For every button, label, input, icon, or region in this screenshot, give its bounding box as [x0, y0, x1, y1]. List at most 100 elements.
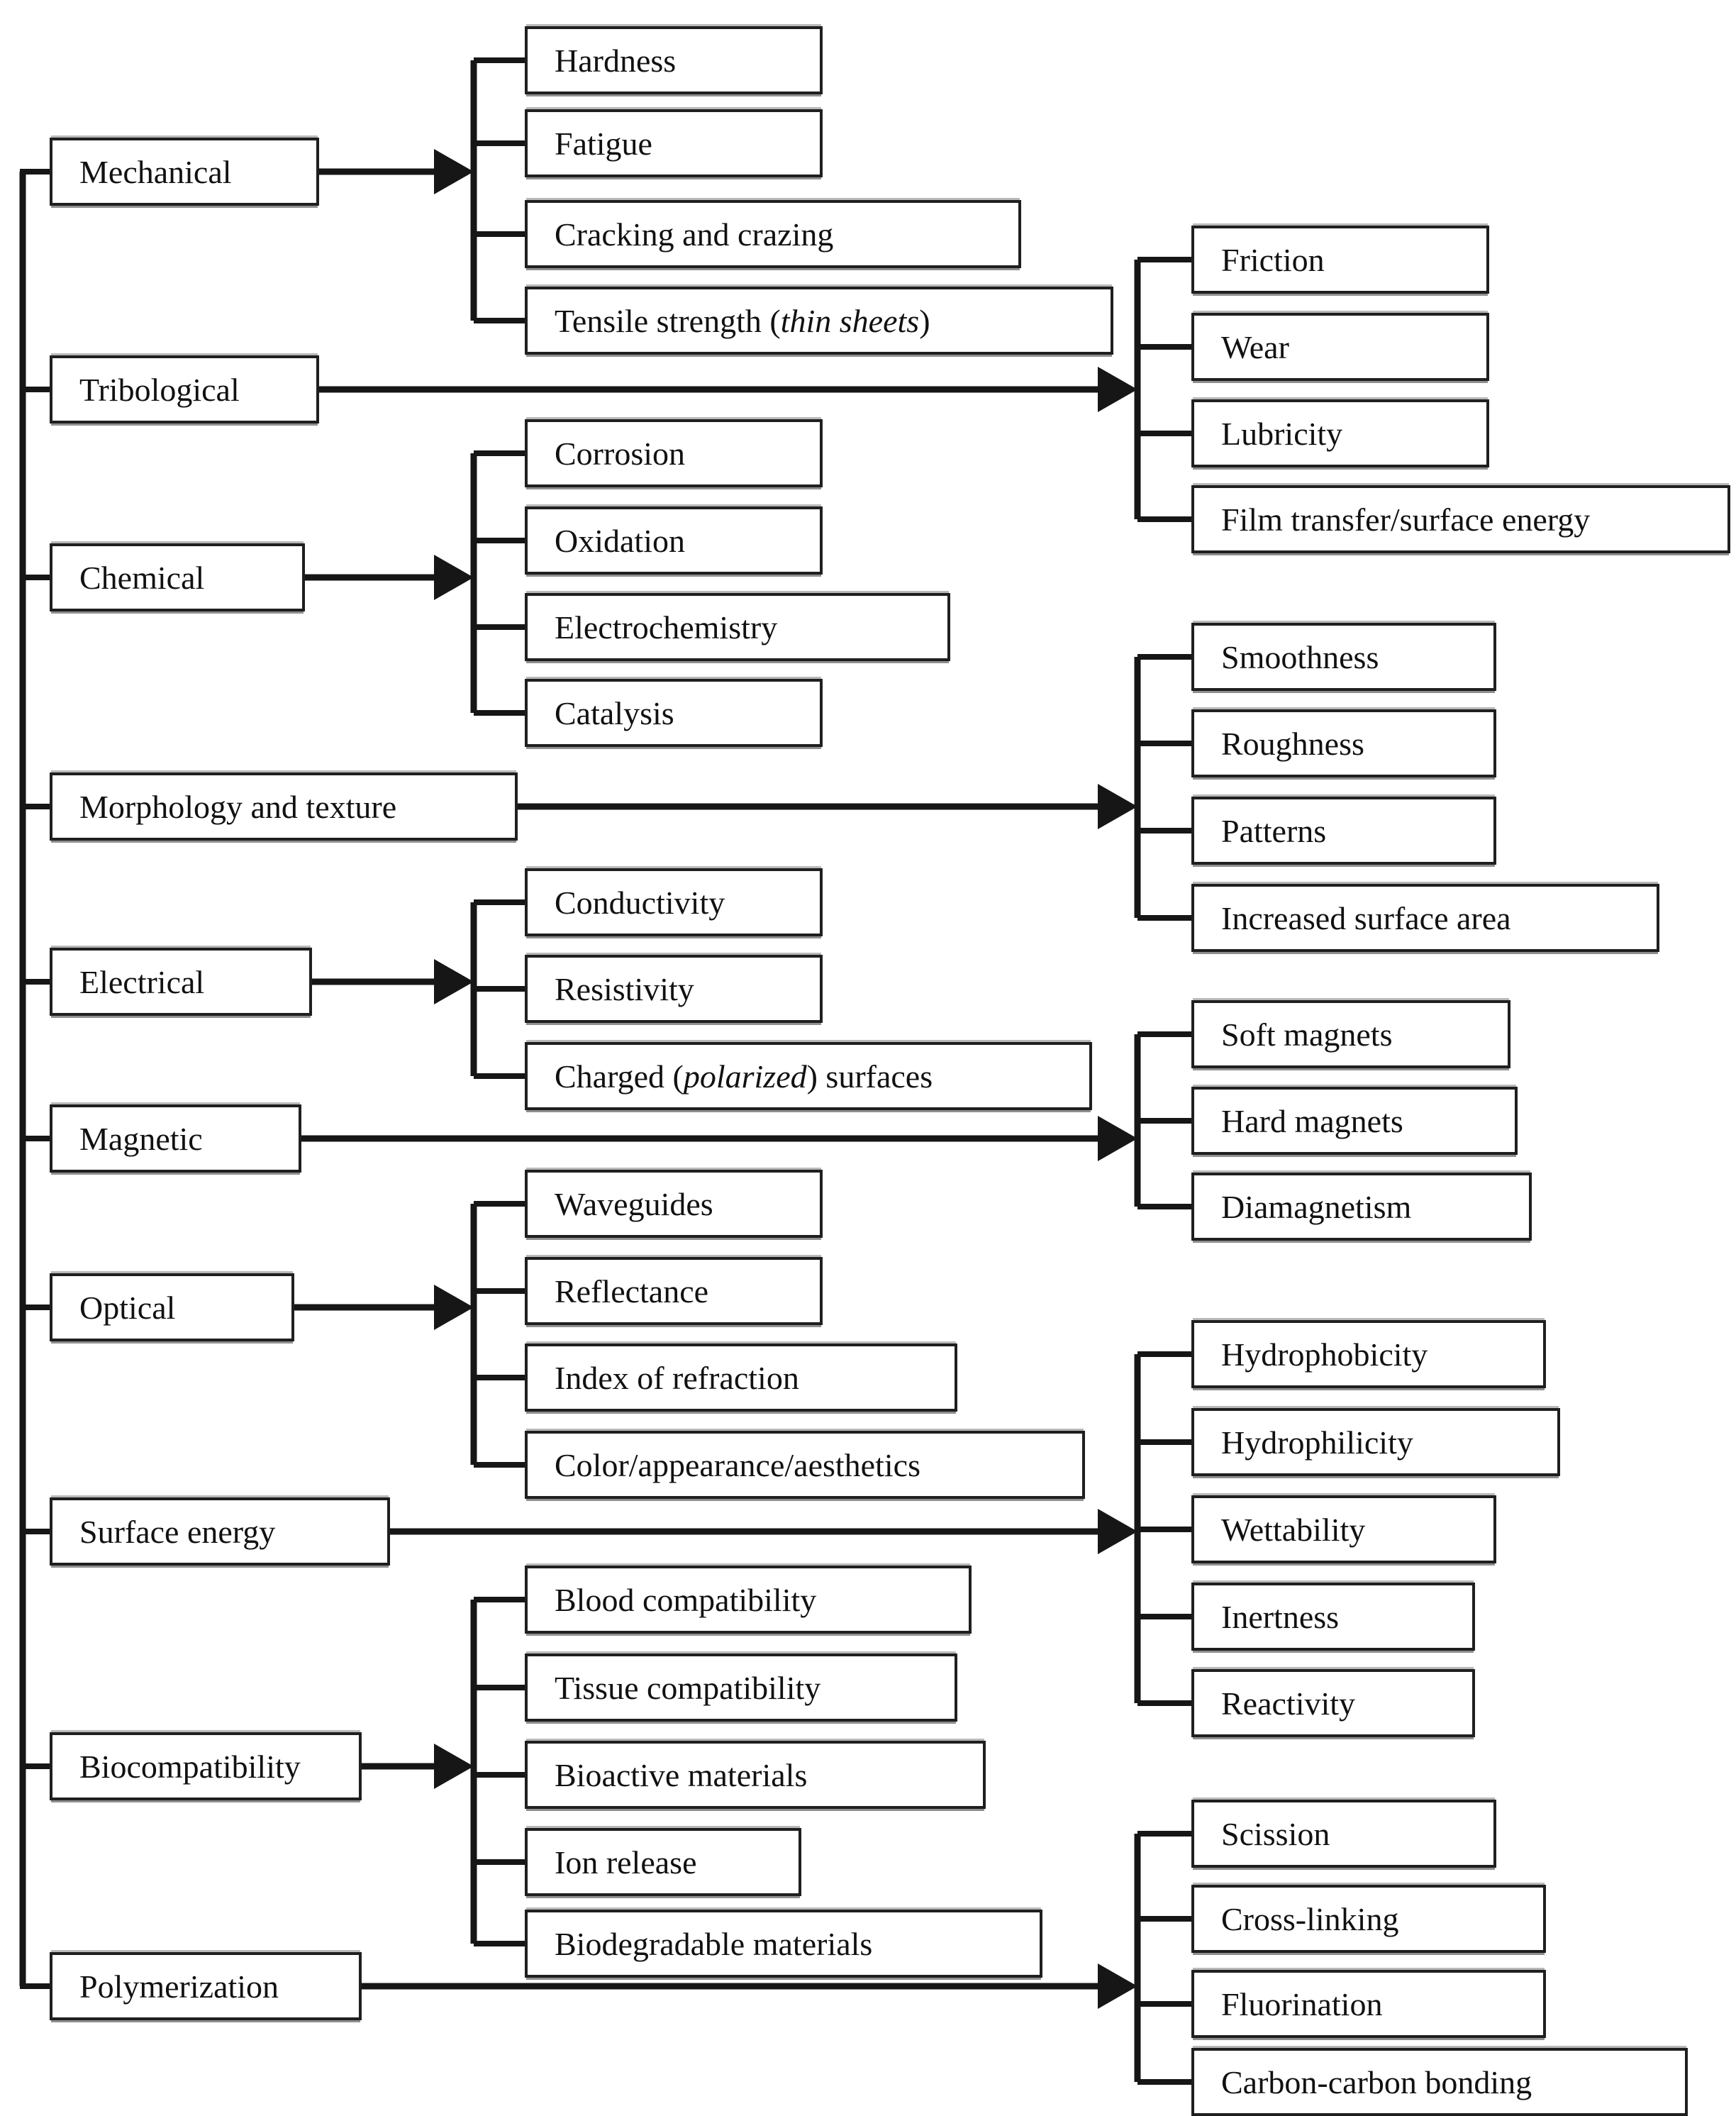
connector-tribological	[319, 257, 1191, 522]
connector-biocompatibility	[362, 1597, 525, 1946]
box-label: Carbon-carbon bonding	[1221, 2064, 1532, 2100]
connector-magnetic	[301, 1031, 1191, 1209]
category-label: Surface energy	[79, 1513, 276, 1550]
child-box-roughness: Roughness	[1191, 709, 1496, 777]
box-label: Resistivity	[555, 970, 694, 1007]
box-label: Waveguides	[555, 1185, 713, 1222]
box-label: Hard magnets	[1221, 1102, 1403, 1139]
category-box-surface-energy: Surface energy	[50, 1497, 390, 1566]
child-box-patterns: Patterns	[1191, 797, 1496, 865]
connector-mechanical	[319, 57, 525, 323]
child-box-charged-surfaces: Charged (polarized) surfaces	[525, 1042, 1092, 1110]
child-box-fluorination: Fluorination	[1191, 1970, 1546, 2038]
category-box-optical: Optical	[50, 1273, 294, 1341]
category-label: Chemical	[79, 559, 205, 596]
category-box-electrical: Electrical	[50, 948, 312, 1016]
box-label: Index of refraction	[555, 1359, 799, 1396]
box-label: Wettability	[1221, 1511, 1366, 1548]
child-box-color-appearance-aesthetics: Color/appearance/aesthetics	[525, 1431, 1085, 1499]
category-label: Optical	[79, 1289, 176, 1326]
child-box-corrosion: Corrosion	[525, 419, 823, 487]
child-box-soft-magnets: Soft magnets	[1191, 1000, 1510, 1068]
box-label: Lubricity	[1221, 415, 1343, 452]
box-label: Corrosion	[555, 435, 685, 472]
box-label: Fatigue	[555, 125, 652, 162]
child-box-hard-magnets: Hard magnets	[1191, 1087, 1518, 1155]
child-box-oxidation: Oxidation	[525, 506, 823, 575]
child-box-index-of-refraction: Index of refraction	[525, 1344, 957, 1412]
child-box-fatigue: Fatigue	[525, 109, 823, 177]
box-label: Wear	[1221, 328, 1289, 365]
box-label: Friction	[1221, 241, 1325, 278]
box-label: Oxidation	[555, 522, 685, 559]
box-label: Conductivity	[555, 884, 725, 921]
box-label: Tensile strength (thin sheets)	[555, 302, 930, 339]
box-label: Scission	[1221, 1815, 1330, 1852]
category-box-magnetic: Magnetic	[50, 1104, 301, 1173]
child-box-hydrophobicity: Hydrophobicity	[1191, 1320, 1546, 1388]
category-box-mechanical: Mechanical	[50, 138, 319, 206]
child-box-tensile-strength: Tensile strength (thin sheets)	[525, 287, 1113, 355]
box-label: Reactivity	[1221, 1685, 1356, 1722]
box-label: Diamagnetism	[1221, 1188, 1412, 1225]
child-box-increased-surface-area: Increased surface area	[1191, 884, 1659, 952]
category-box-morphology: Morphology and texture	[50, 772, 518, 841]
child-box-smoothness: Smoothness	[1191, 623, 1496, 691]
child-box-cross-linking: Cross-linking	[1191, 1885, 1546, 1953]
child-box-friction: Friction	[1191, 226, 1489, 294]
box-label: Increased surface area	[1221, 899, 1511, 936]
box-label: Soft magnets	[1221, 1016, 1393, 1053]
child-box-film-transfer: Film transfer/surface energy	[1191, 485, 1730, 553]
category-label: Magnetic	[79, 1120, 203, 1157]
category-box-tribological: Tribological	[50, 355, 319, 423]
box-label: Hardness	[555, 42, 677, 79]
child-box-lubricity: Lubricity	[1191, 399, 1489, 467]
category-box-polymerization: Polymerization	[50, 1952, 362, 2020]
child-box-electrochemistry: Electrochemistry	[525, 593, 950, 661]
child-box-conductivity: Conductivity	[525, 868, 823, 936]
box-label: Film transfer/surface energy	[1221, 501, 1591, 538]
child-box-waveguides: Waveguides	[525, 1170, 823, 1238]
child-box-catalysis: Catalysis	[525, 679, 823, 747]
category-label: Tribological	[79, 371, 240, 408]
box-label: Hydrophilicity	[1221, 1424, 1413, 1461]
box-label: Smoothness	[1221, 638, 1379, 675]
child-box-reactivity: Reactivity	[1191, 1669, 1475, 1737]
box-label: Patterns	[1221, 812, 1327, 849]
category-box-biocompatibility: Biocompatibility	[50, 1732, 362, 1800]
box-label: Fluorination	[1221, 1985, 1383, 2022]
category-label: Morphology and texture	[79, 788, 397, 825]
category-label: Biocompatibility	[79, 1748, 301, 1785]
box-label: Ion release	[555, 1844, 697, 1880]
box-label: Biodegradable materials	[555, 1925, 873, 1962]
tree-trunk	[19, 169, 50, 1989]
category-box-chemical: Chemical	[50, 543, 305, 611]
child-box-reflectance: Reflectance	[525, 1257, 823, 1325]
box-label: Color/appearance/aesthetics	[555, 1446, 920, 1483]
box-label: Electrochemistry	[555, 609, 778, 646]
category-label: Mechanical	[79, 153, 232, 190]
connector-polymerization	[362, 1831, 1191, 2085]
child-box-hardness: Hardness	[525, 26, 823, 94]
child-box-scission: Scission	[1191, 1800, 1496, 1868]
box-label: Roughness	[1221, 725, 1364, 762]
connector-morphology	[518, 654, 1191, 921]
child-box-biodegradable-materials: Biodegradable materials	[525, 1910, 1042, 1978]
box-label: Tissue compatibility	[555, 1669, 821, 1706]
child-box-blood-compatibility: Blood compatibility	[525, 1566, 972, 1634]
child-box-inertness: Inertness	[1191, 1583, 1475, 1651]
child-box-wear: Wear	[1191, 313, 1489, 381]
child-box-ion-release: Ion release	[525, 1828, 801, 1896]
connector-electrical	[312, 899, 525, 1079]
box-label: Cross-linking	[1221, 1900, 1399, 1937]
box-label: Charged (polarized) surfaces	[555, 1058, 933, 1095]
child-box-cracking-and-crazing: Cracking and crazing	[525, 200, 1021, 268]
box-label: Blood compatibility	[555, 1581, 817, 1618]
box-label: Hydrophobicity	[1221, 1336, 1428, 1373]
child-box-carbon-carbon-bonding: Carbon-carbon bonding	[1191, 2048, 1688, 2116]
category-label: Polymerization	[79, 1968, 279, 2005]
child-box-hydrophilicity: Hydrophilicity	[1191, 1408, 1560, 1476]
child-box-resistivity: Resistivity	[525, 955, 823, 1023]
box-label: Reflectance	[555, 1273, 709, 1309]
